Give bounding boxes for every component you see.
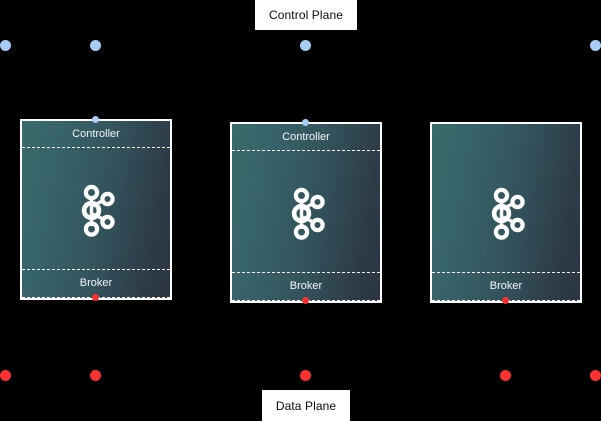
control-plane-dot-2[interactable] [90,40,101,51]
node-2-controller-section: Controller [232,124,380,151]
data-plane-dot-3[interactable] [300,370,311,381]
control-plane-dot-3[interactable] [300,40,311,51]
control-plane-dot-1[interactable] [0,40,11,51]
broker-node-1[interactable]: Controller Broker [20,119,172,300]
node-3-broker-connector[interactable] [502,297,509,304]
node-1-controller-connector[interactable] [92,116,99,123]
kafka-logo-icon [75,183,117,237]
data-plane-dot-1[interactable] [0,370,11,381]
node-3-broker-label: Broker [489,280,523,292]
data-plane-label: Data Plane [262,390,350,421]
node-1-controller-label: Controller [72,127,120,140]
broker-node-3[interactable]: Broker [430,122,582,303]
node-1-controller-section: Controller [22,121,170,148]
broker-node-2[interactable]: Controller Broker [230,122,382,303]
kafka-logo-icon [485,186,527,240]
data-plane-dot-5[interactable] [590,370,601,381]
node-2-broker-connector[interactable] [302,297,309,304]
node-2-broker-label: Broker [289,280,323,292]
data-plane-dot-2[interactable] [90,370,101,381]
kafka-logo-icon [285,186,327,240]
node-1-broker-connector[interactable] [92,294,99,301]
control-plane-label: Control Plane [255,0,357,30]
node-2-controller-connector[interactable] [302,119,309,126]
node-2-controller-label: Controller [282,130,330,143]
control-plane-dot-4[interactable] [590,40,601,51]
node-1-broker-label: Broker [79,277,113,289]
data-plane-dot-4[interactable] [500,370,511,381]
